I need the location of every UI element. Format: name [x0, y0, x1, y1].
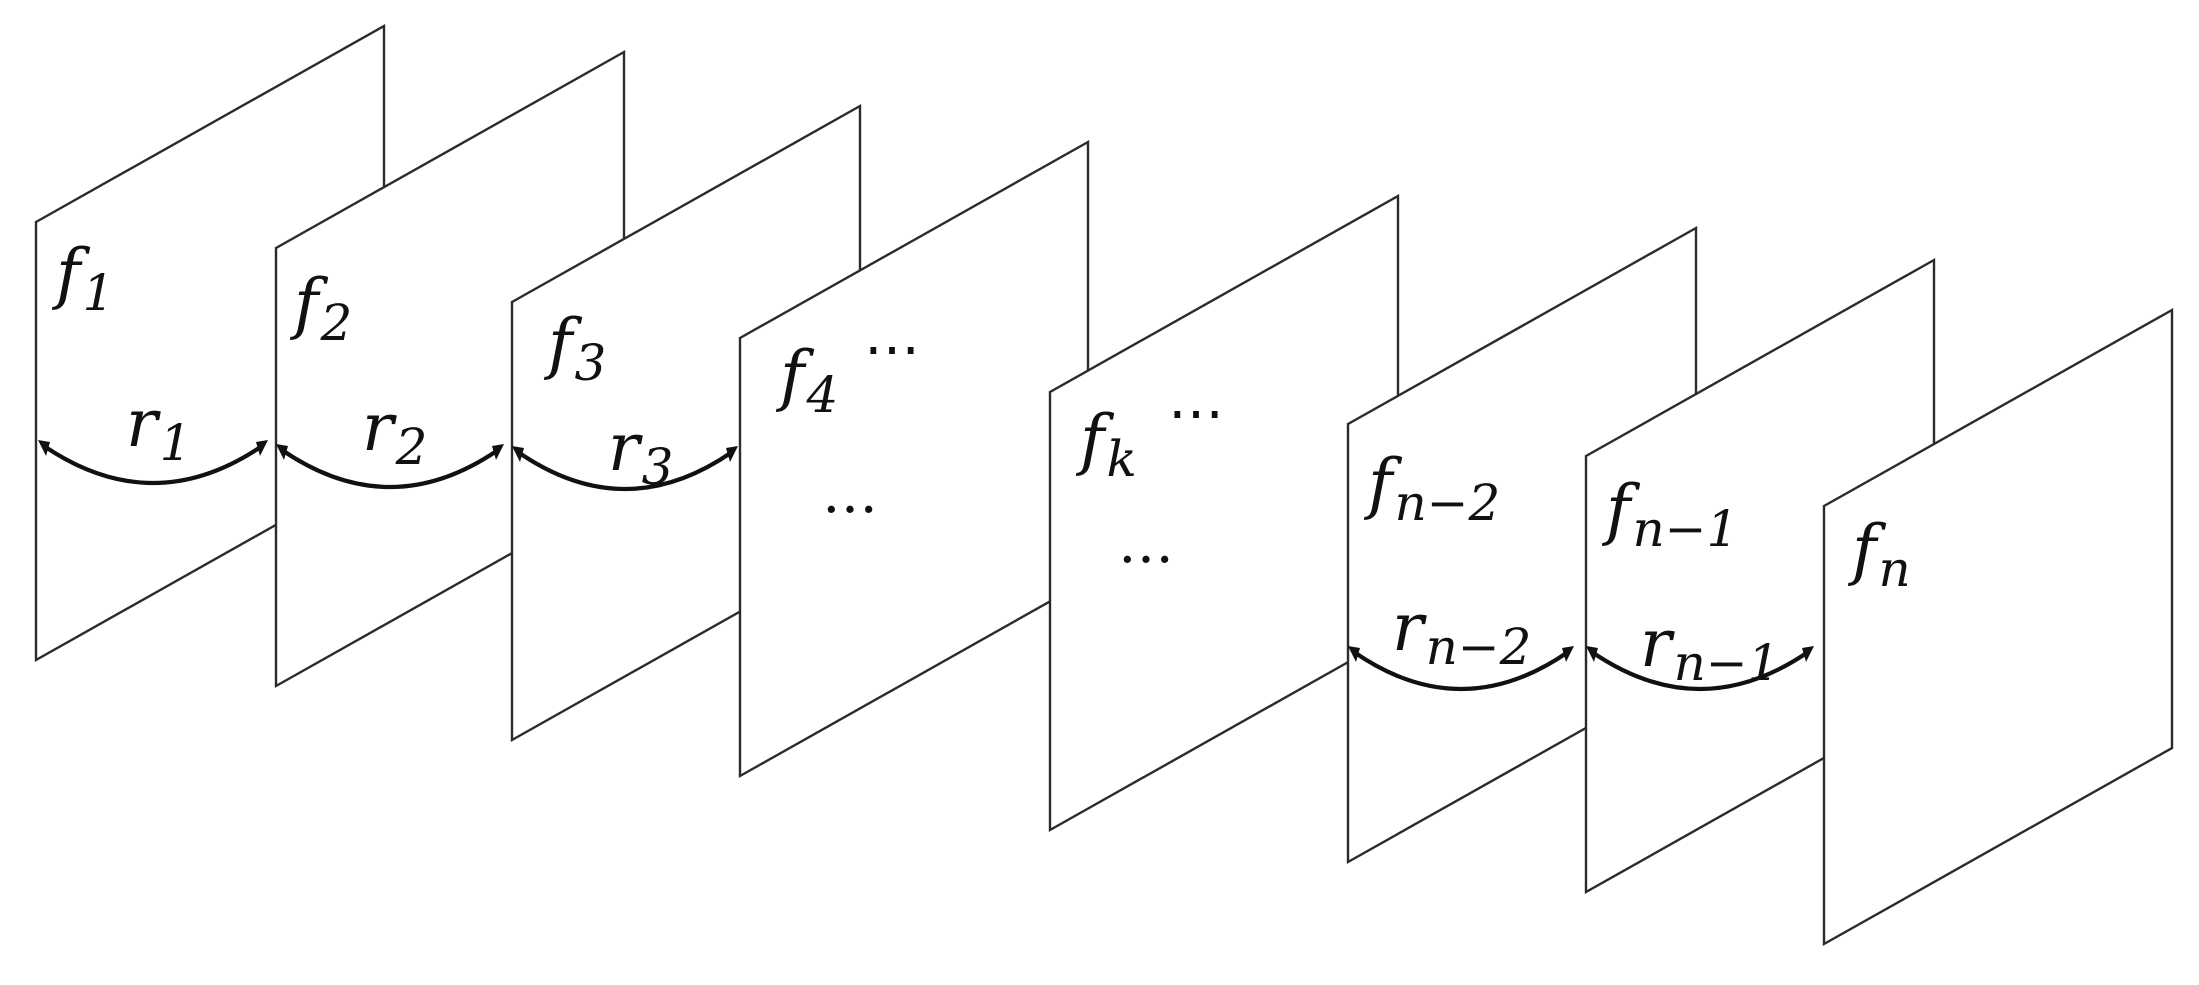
frame-4: f4⋯…	[738, 139, 1090, 779]
relation-label-letter: r	[1392, 589, 1427, 666]
relation-label-subscript: 3	[642, 438, 674, 496]
relation-label-letter: r	[1640, 605, 1675, 682]
relation-arc-end-arrowhead	[1802, 646, 1814, 662]
frame-label: f1	[51, 235, 114, 322]
frame-label-subscript: 1	[82, 264, 114, 322]
relation-arc	[515, 449, 735, 492]
relation-arc-start-cap	[38, 440, 50, 456]
relation-label-subscript: n−2	[1426, 618, 1532, 676]
relation-arc-start-cap	[1348, 646, 1360, 662]
relation-2: r2	[276, 389, 504, 490]
relation-arc-end-arrowhead	[256, 440, 268, 456]
frame-label-subscript: 3	[574, 334, 606, 392]
relation-arc	[41, 443, 265, 486]
relation-arc-start-cap	[276, 444, 288, 460]
relation-label-letter: r	[608, 409, 643, 486]
relation-arc-end-arrowhead	[726, 446, 738, 462]
relation-label-subscript: n−1	[1674, 634, 1780, 692]
relation-arc-end-arrowhead	[1562, 646, 1574, 662]
relation-5: rn−1	[1586, 605, 1814, 692]
relation-arc-start-cap	[1586, 646, 1598, 662]
relation-label-letter: r	[362, 389, 397, 466]
relation-label: r2	[362, 389, 427, 476]
frame-label: f3	[543, 305, 606, 392]
frame-label: fn	[1847, 511, 1911, 598]
frame-label-subscript: k	[1106, 430, 1136, 488]
relation-label-subscript: 1	[160, 414, 192, 472]
relation-label: r3	[608, 409, 673, 496]
frame-inner-ellipsis: …	[1118, 511, 1174, 576]
frame-continuation-dots: ⋯	[1168, 381, 1224, 446]
relation-label-subscript: 2	[395, 418, 428, 476]
relation-arc	[1589, 649, 1811, 692]
frame-sheet	[1822, 307, 2174, 947]
frame-label-subscript: n−2	[1394, 474, 1500, 532]
relation-label: rn−1	[1640, 605, 1779, 692]
frame-8: fn	[1822, 307, 2174, 947]
frame-label-subscript: n	[1878, 540, 1910, 598]
frame-inner-ellipsis: …	[822, 461, 878, 526]
relation-1: r1	[38, 385, 268, 486]
frame-label-subscript: 2	[319, 294, 352, 352]
relation-label: r1	[126, 385, 191, 472]
relation-arc-end-arrowhead	[492, 444, 504, 460]
relation-arc	[279, 447, 501, 490]
frame-sheet	[1048, 193, 1400, 833]
frame-label-subscript: n−1	[1632, 500, 1738, 558]
frame-label-subscript: 4	[805, 366, 838, 424]
relation-4: rn−2	[1348, 589, 1574, 692]
frame-5: fk⋯…	[1048, 193, 1400, 833]
frame-continuation-dots: ⋯	[864, 317, 920, 382]
relation-arc	[1351, 649, 1571, 692]
relation-arc-start-cap	[512, 446, 524, 462]
relation-label-letter: r	[126, 385, 161, 462]
relation-label: rn−2	[1392, 589, 1531, 676]
relation-3: r3	[512, 409, 738, 496]
